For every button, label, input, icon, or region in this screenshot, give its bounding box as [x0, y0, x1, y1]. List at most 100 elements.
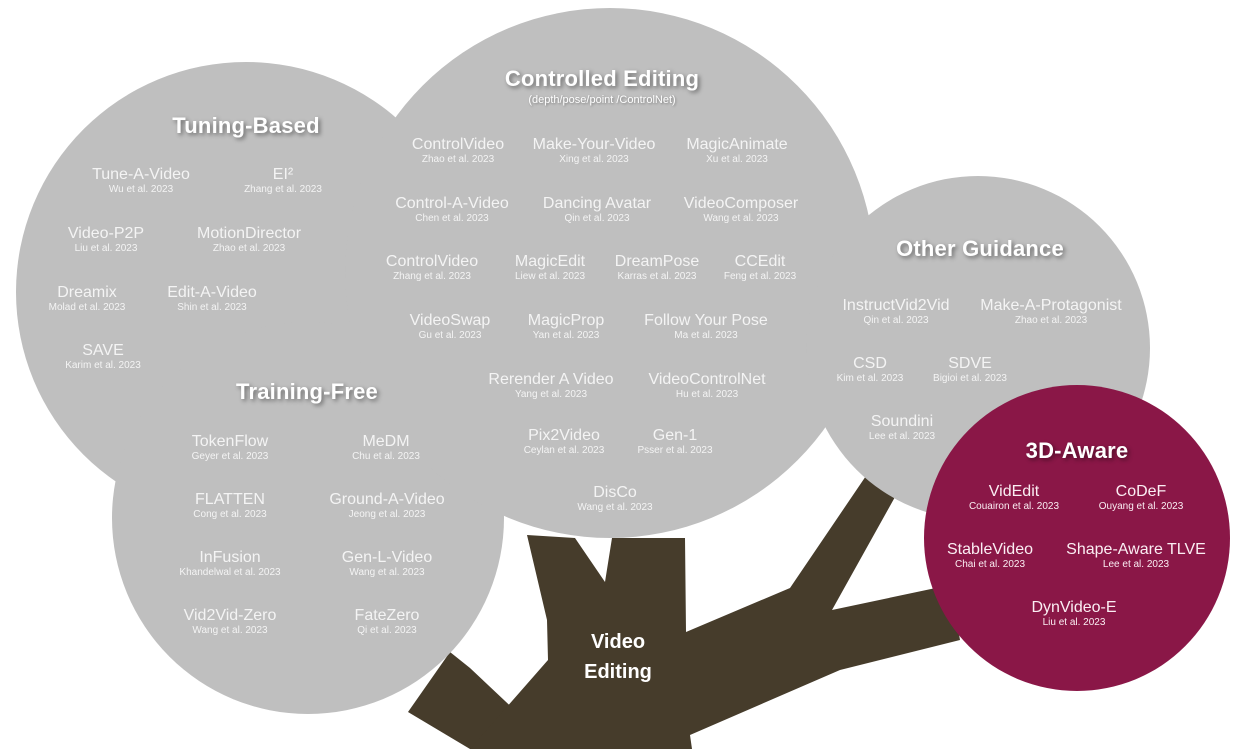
method-name: Gen-1 [652, 427, 698, 444]
method-citation: Liu et al. 2023 [1042, 617, 1106, 628]
method-citation: Liew et al. 2023 [514, 271, 586, 282]
method-citation: Hu et al. 2023 [675, 389, 739, 400]
method-name: Video-P2P [67, 225, 145, 242]
root-label-line1: Video [590, 631, 646, 653]
method-citation: Feng et al. 2023 [723, 271, 797, 282]
method-citation: Zhao et al. 2023 [421, 154, 495, 165]
method-citation: Zhao et al. 2023 [1014, 315, 1088, 326]
method-citation: Ma et al. 2023 [674, 330, 738, 341]
category-title: Controlled Editing [504, 66, 700, 91]
method-citation: Bigioi et al. 2023 [933, 373, 1007, 384]
method-name: Soundini [870, 413, 934, 430]
method-citation: Zhang et al. 2023 [244, 184, 322, 195]
method-citation: Lee et al. 2023 [868, 431, 936, 442]
method-citation: Chen et al. 2023 [415, 213, 489, 224]
method-name: Dancing Avatar [542, 195, 652, 212]
method-name: InstructVid2Vid [842, 297, 950, 314]
method-name: VideoComposer [683, 195, 799, 212]
method-citation: Qin et al. 2023 [863, 315, 929, 326]
method-name: FLATTEN [195, 491, 265, 508]
method-citation: Xing et al. 2023 [559, 154, 629, 165]
method-citation: Chai et al. 2023 [954, 559, 1026, 570]
category-title: Other Guidance [896, 236, 1064, 261]
root-label: Video Editing [584, 627, 652, 687]
method-name: MotionDirector [196, 225, 302, 242]
method-name: SAVE [82, 342, 124, 359]
method-name: Tune-A-Video [92, 166, 190, 183]
method-citation: Wu et al. 2023 [108, 184, 174, 195]
method-citation: Zhao et al. 2023 [212, 243, 286, 254]
method-citation: Couairon et al. 2023 [968, 501, 1060, 512]
method-citation: Xu et al. 2023 [706, 154, 768, 165]
category-title: Training-Free [236, 379, 378, 404]
method-name: ControlVideo [385, 253, 479, 270]
method-citation: Qi et al. 2023 [357, 625, 417, 636]
3d-aware-circle [924, 385, 1230, 691]
method-name: VidEdit [988, 483, 1040, 500]
trunk-main [470, 470, 960, 749]
method-name: FateZero [354, 607, 420, 624]
method-name: Edit-A-Video [167, 284, 257, 301]
method-citation: Psser et al. 2023 [637, 445, 713, 456]
method-citation: Qin et al. 2023 [564, 213, 630, 224]
method-name: CSD [853, 355, 887, 372]
method-name: DisCo [593, 484, 637, 501]
category-title: 3D-Aware [1025, 438, 1129, 463]
method-citation: Karim et al. 2023 [65, 360, 141, 371]
method-name: MeDM [362, 433, 410, 450]
method-citation: Wang et al. 2023 [192, 625, 268, 636]
root-label-line2: Editing [584, 661, 652, 683]
method-citation: Molad et al. 2023 [48, 302, 126, 313]
method-citation: Kim et al. 2023 [836, 373, 904, 384]
method-citation: Khandelwal et al. 2023 [179, 567, 281, 578]
method-name: Ground-A-Video [329, 491, 445, 508]
method-citation: Liu et al. 2023 [74, 243, 138, 254]
controlled-editing-circle [345, 8, 875, 538]
method-citation: Gu et al. 2023 [418, 330, 482, 341]
method-name: MagicAnimate [686, 136, 788, 153]
method-name: Dreamix [57, 284, 117, 301]
method-citation: Zhang et al. 2023 [393, 271, 471, 282]
method-name: SDVE [948, 355, 992, 372]
method-name: Make-Your-Video [532, 136, 656, 153]
method-name: VideoControlNet [648, 371, 766, 388]
method-name: TokenFlow [191, 433, 269, 450]
method-name: InFusion [199, 549, 261, 566]
category-subtitle: (depth/pose/point /ControlNet) [528, 94, 676, 106]
method-name: CoDeF [1115, 483, 1167, 500]
method-name: Rerender A Video [488, 371, 614, 388]
